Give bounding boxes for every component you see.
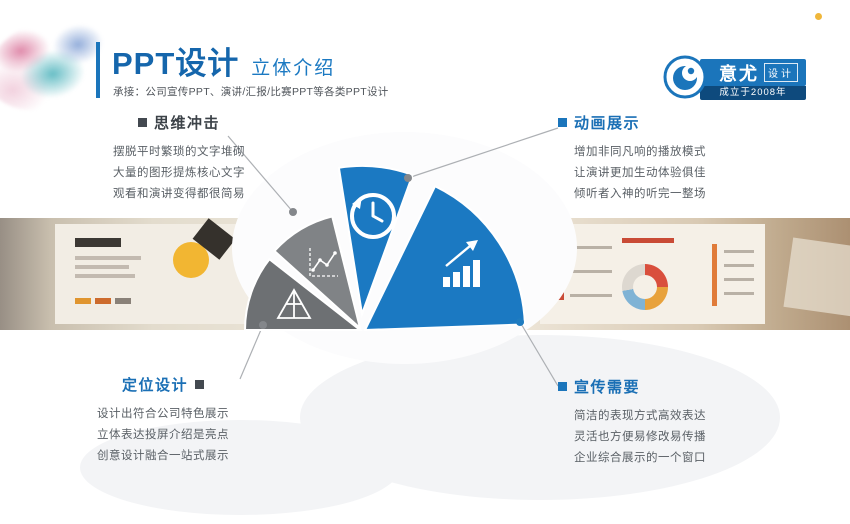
- thumbnail-text-line: [75, 274, 135, 278]
- brand-since: 成立于2008年: [700, 86, 806, 100]
- thumbnail-bar: [95, 298, 111, 304]
- thumbnail-text-line: [724, 292, 754, 295]
- tagline: 承接：公司宣传PPT、演讲/汇报/比赛PPT等各类PPT设计: [113, 86, 389, 98]
- thumbnail-text-line: [75, 265, 129, 269]
- thumbnail-text-line: [724, 264, 754, 267]
- section-line: 立体表达投屏介绍是亮点: [97, 429, 229, 441]
- thumbnail-text-line: [724, 250, 754, 253]
- section-title: 思维冲击: [153, 115, 220, 132]
- section-positioning: 定位设计 设计出符合公司特色展示 立体表达投屏介绍是亮点 创意设计融合一站式展示: [84, 374, 242, 467]
- bullet-square-icon: [195, 380, 204, 389]
- brand-name-plate: 意尤 设计: [700, 59, 806, 86]
- page-title: PPT设计立体介绍: [112, 38, 335, 83]
- bullet-square-icon: [558, 118, 567, 127]
- section-body: 简洁的表现方式高效表达 灵活也方便易修改易传播 企业综合展示的一个窗口: [574, 406, 738, 469]
- section-line: 简洁的表现方式高效表达: [574, 410, 706, 422]
- thumbnail-text-line: [570, 270, 612, 273]
- section-header: 定位设计: [84, 374, 242, 395]
- thumbnail-pie-center: [633, 275, 657, 299]
- thumbnail-heading-line: [622, 238, 674, 243]
- thumbnail-title-block: [75, 238, 121, 247]
- section-body: 增加非同凡响的播放模式 让演讲更加生动体验俱佳 倾听者入神的听完一整场: [574, 142, 738, 205]
- section-header: 思维冲击: [104, 112, 254, 133]
- thumbnail-bar: [75, 298, 91, 304]
- section-line: 让演讲更加生动体验俱佳: [574, 167, 706, 179]
- section-line: 设计出符合公司特色展示: [97, 408, 229, 420]
- bullet-square-icon: [558, 382, 567, 391]
- thumbnail-text-line: [570, 294, 612, 297]
- section-line: 企业综合展示的一个窗口: [574, 452, 706, 464]
- thumbnail-text-line: [570, 246, 612, 249]
- brand-name-main: 意尤: [719, 63, 759, 84]
- section-body: 设计出符合公司特色展示 立体表达投屏介绍是亮点 创意设计融合一站式展示: [84, 404, 242, 467]
- thumbnail-bar: [115, 298, 131, 304]
- thumbnail-pie-ring: [622, 264, 668, 310]
- section-title: 宣传需要: [574, 379, 641, 396]
- background-blob: [80, 420, 400, 515]
- thumbnail-yellow-circle: [173, 242, 209, 278]
- logo-mark-icon: [663, 55, 707, 99]
- thumbnail-orange-bar: [712, 244, 717, 306]
- brand-logo: 意尤 设计 成立于2008年: [663, 55, 808, 100]
- section-header: 宣传需要: [558, 376, 738, 397]
- section-line: 创意设计融合一站式展示: [97, 450, 229, 462]
- page-title-text: PPT设计: [112, 46, 240, 81]
- section-animation: 动画展示 增加非同凡响的播放模式 让演讲更加生动体验俱佳 倾听者入神的听完一整场: [558, 112, 738, 205]
- section-promotion: 宣传需要 简洁的表现方式高效表达 灵活也方便易修改易传播 企业综合展示的一个窗口: [558, 376, 738, 469]
- slide-thumbnail-right: [540, 224, 765, 324]
- section-line: 大量的图形提炼核心文字: [113, 167, 245, 179]
- thumbnail-text-line: [724, 278, 754, 281]
- section-title: 定位设计: [121, 377, 188, 394]
- brand-name-sub: 设计: [764, 63, 798, 82]
- section-line: 摆脱平时繁琐的文字堆砌: [113, 146, 245, 158]
- section-title: 动画展示: [574, 115, 641, 132]
- bullet-square-icon: [137, 118, 147, 127]
- slide-thumbnail-left: [55, 218, 255, 324]
- yellow-dot: [815, 13, 822, 20]
- thumbnail-card: [783, 237, 850, 317]
- section-line: 增加非同凡响的播放模式: [574, 146, 706, 158]
- section-line: 倾听者入神的听完一整场: [574, 188, 706, 200]
- section-line: 观看和演讲变得都很简易: [113, 188, 245, 200]
- fan-backdrop-blob: [232, 132, 577, 364]
- section-header: 动画展示: [558, 112, 738, 133]
- photo-strip: [0, 218, 850, 330]
- title-accent-bar: [96, 42, 100, 98]
- watercolor-splash: [0, 9, 118, 119]
- section-body: 摆脱平时繁琐的文字堆砌 大量的图形提炼核心文字 观看和演讲变得都很简易: [104, 142, 254, 205]
- thumbnail-text-line: [75, 256, 141, 260]
- section-line: 灵活也方便易修改易传播: [574, 431, 706, 443]
- page-subtitle: 立体介绍: [251, 58, 336, 79]
- section-mind-impact: 思维冲击 摆脱平时繁琐的文字堆砌 大量的图形提炼核心文字 观看和演讲变得都很简易: [104, 112, 254, 205]
